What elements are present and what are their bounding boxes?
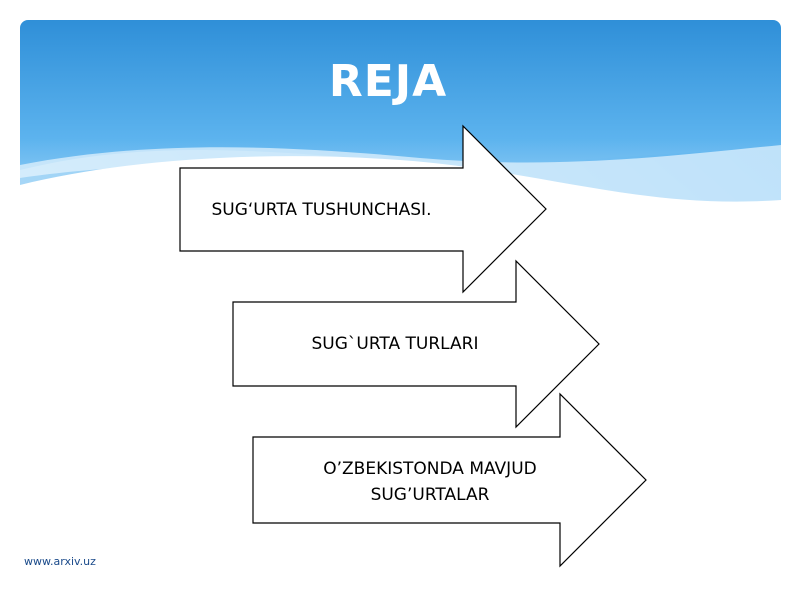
slide-title: REJA	[328, 56, 448, 107]
item-2-label: SUG`URTA TURLARI	[311, 334, 479, 354]
item-1-label: SUG‘URTA TUSHUNCHASI.	[211, 200, 432, 220]
item-3-label-line2: SUG’URTALAR	[370, 485, 490, 505]
item-3-label: O’ZBEKISTONDA MAVJUD SUG’URTALAR	[280, 456, 580, 508]
footer-link[interactable]: www.arxiv.uz	[24, 555, 96, 568]
item-3-label-line1: O’ZBEKISTONDA MAVJUD	[323, 459, 537, 479]
